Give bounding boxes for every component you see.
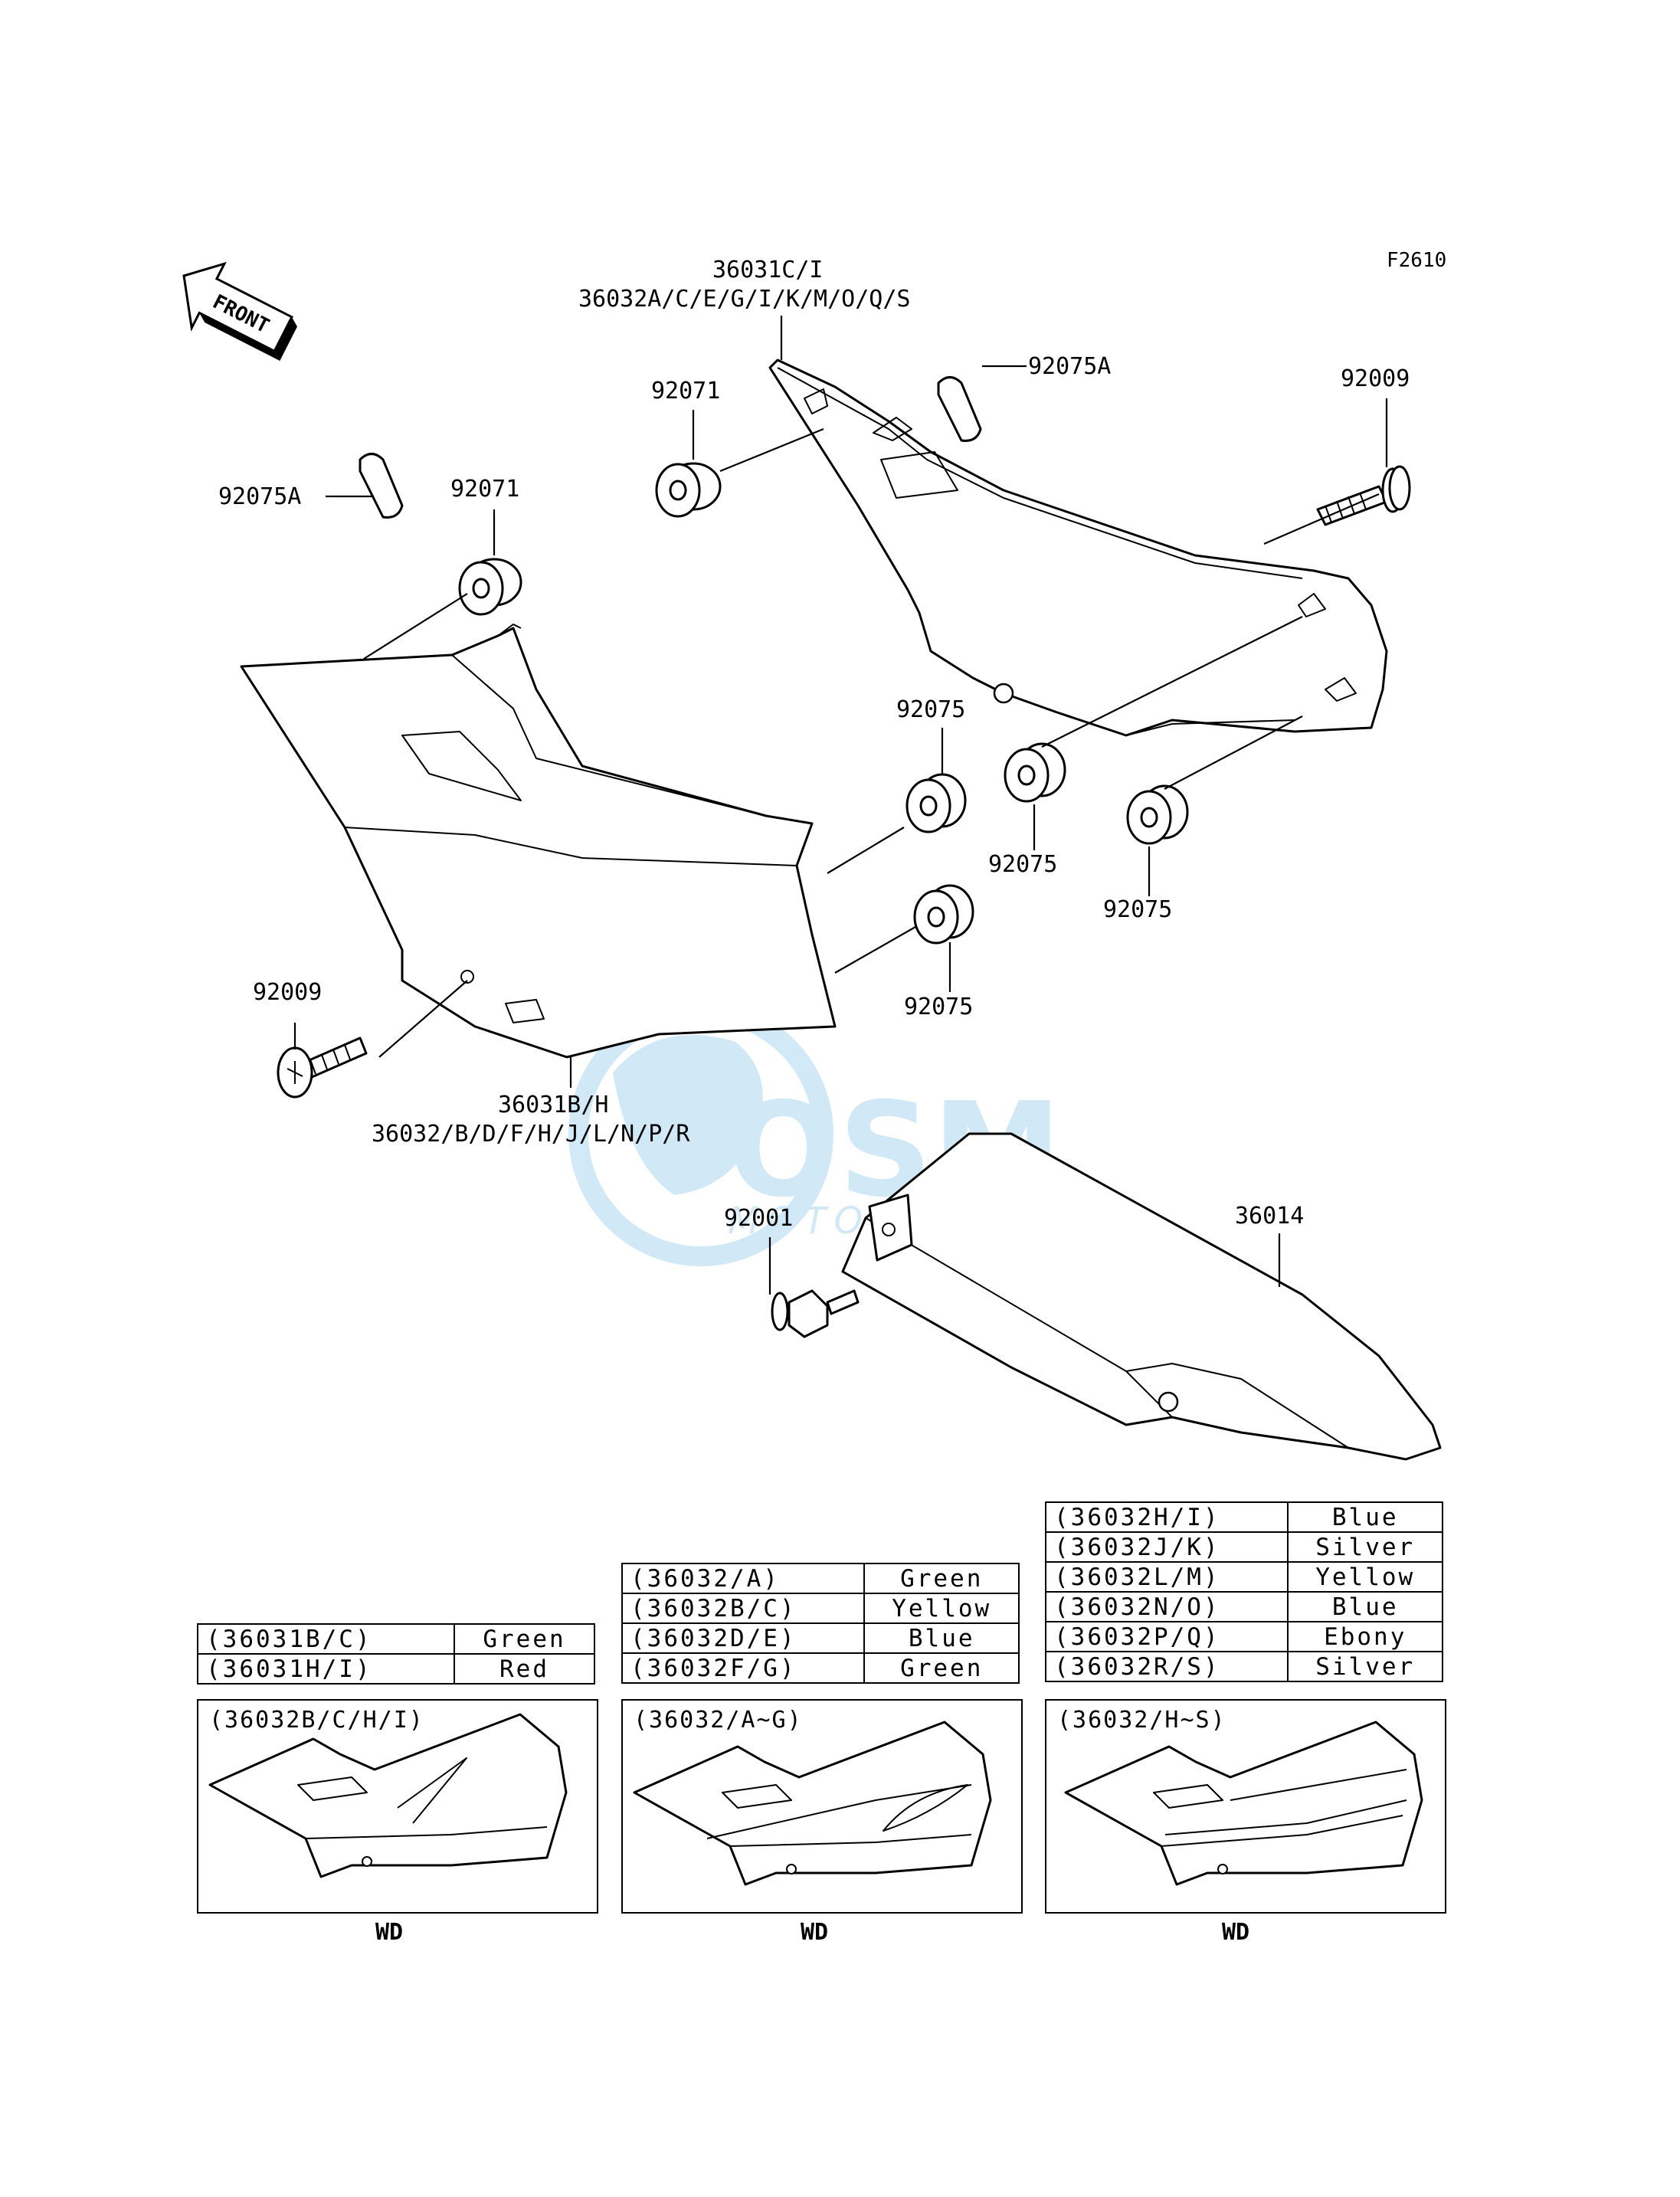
callout-36031ci: 36031C/I [712,257,824,283]
grommet-92075-b [1004,742,1066,803]
part-code: (36032H/I) [1044,1501,1289,1533]
part-code: (36032F/G) [621,1652,866,1684]
panel-title: (36032/A~G) [634,1707,803,1734]
variant-drawing [633,1721,992,1886]
color-table-36032-a-g: (36032/A) Green (36032B/C) Yellow (36032… [621,1563,1020,1684]
table-row: (36031H/I) Red [196,1653,595,1685]
callout-labels: 36031C/I 36032A/C/E/G/I/K/M/O/Q/S 92075A… [218,257,1410,1232]
part-color: Green [863,1652,1020,1684]
pad-92075a-top [937,376,982,442]
table-row: (36031B/C) Green [196,1623,595,1655]
color-table-36032-h-s: (36032H/I) Blue (36032J/K) Silver (36032… [1044,1501,1443,1682]
panel-title: (36032B/C/H/I) [209,1707,424,1734]
callout-92009-left: 92009 [253,979,322,1006]
screw-92009-top [1316,465,1411,526]
part-code: (36032N/O) [1044,1591,1289,1622]
table-row: (36032/A) Green [621,1563,1020,1594]
part-code: (36032R/S) [1044,1651,1289,1682]
table-row: (36032F/G) Green [621,1652,1020,1684]
part-color: Ebony [1287,1621,1443,1652]
table-row: (36032L/M) Yellow [1044,1561,1443,1593]
panel-caption: WD [1222,1919,1250,1946]
grommet-92071-top [655,462,722,518]
color-table-36031: (36031B/C) Green (36031H/I) Red [196,1623,595,1685]
callout-36031bh: 36031B/H [498,1092,609,1118]
bolt-92001 [771,1289,860,1338]
callout-92075a-top: 92075A [1028,353,1111,380]
part-code: (36032D/E) [621,1622,866,1654]
front-arrow-icon: FRONT [182,261,297,361]
part-color: Yellow [863,1593,1020,1624]
part-color: Yellow [1287,1561,1443,1593]
screw-92009-left [277,1036,368,1098]
part-color: Blue [863,1622,1020,1654]
variant-drawing [208,1713,568,1878]
part-color: Green [863,1563,1020,1594]
callout-92075-b: 92075 [988,851,1057,878]
part-color: Red [454,1653,595,1685]
side-cover-left [240,624,837,1059]
cover-36014 [841,1132,1442,1461]
figure-code: F2610 [1387,249,1446,272]
callout-36032a-series: 36032A/C/E/G/I/K/M/O/Q/S [578,286,910,313]
panel-caption: WD [375,1919,404,1946]
table-row: (36032J/K) Silver [1044,1531,1443,1563]
variant-drawing [1064,1721,1423,1886]
table-row: (36032B/C) Yellow [621,1593,1020,1624]
part-color: Silver [1287,1531,1443,1563]
panel-title: (36032/H~S) [1057,1707,1226,1734]
callout-92075a-left: 92075A [218,483,301,510]
part-color: Blue [1287,1501,1443,1533]
callout-92075-d: 92075 [904,994,973,1020]
callout-92075-c: 92075 [1103,896,1172,923]
callout-36032-b-series: 36032/B/D/F/H/J/L/N/P/R [372,1121,690,1148]
callout-92001: 92001 [724,1205,793,1232]
part-color: Blue [1287,1591,1443,1622]
table-row: (36032R/S) Silver [1044,1651,1443,1682]
panel-caption: WD [801,1919,829,1946]
grommet-92071-left [458,558,522,616]
variant-panel-36032-a-g: (36032/A~G) [621,1699,1023,1914]
variant-panel-36032-bchi: (36032B/C/H/I) [197,1699,598,1914]
grommet-92075-d [913,884,974,945]
table-row: (36032P/Q) Ebony [1044,1621,1443,1652]
part-code: (36032/A) [621,1563,866,1594]
part-code: (36032P/Q) [1044,1621,1289,1652]
table-row: (36032N/O) Blue [1044,1591,1443,1622]
grommet-92075-a [905,773,967,833]
table-row: (36032D/E) Blue [621,1622,1020,1654]
table-row: (36032H/I) Blue [1044,1501,1443,1533]
callout-92071-left: 92071 [450,476,519,503]
part-color: Green [454,1623,595,1655]
part-color: Silver [1287,1651,1443,1682]
callout-36014: 36014 [1235,1203,1304,1229]
part-code: (36032J/K) [1044,1531,1289,1563]
callout-92075-a: 92075 [896,696,965,723]
pad-92075a-left [359,453,404,519]
leader-lines [293,316,1388,1295]
side-cover-right [768,359,1388,737]
callout-92071-top: 92071 [651,378,720,404]
callout-92009-top: 92009 [1341,365,1410,392]
variant-panel-36032-h-s: (36032/H~S) [1045,1699,1446,1914]
grommet-92075-c [1126,784,1189,845]
part-code: (36032L/M) [1044,1561,1289,1593]
part-code: (36032B/C) [621,1593,866,1624]
part-code: (36031B/C) [196,1623,456,1655]
part-code: (36031H/I) [196,1653,456,1685]
